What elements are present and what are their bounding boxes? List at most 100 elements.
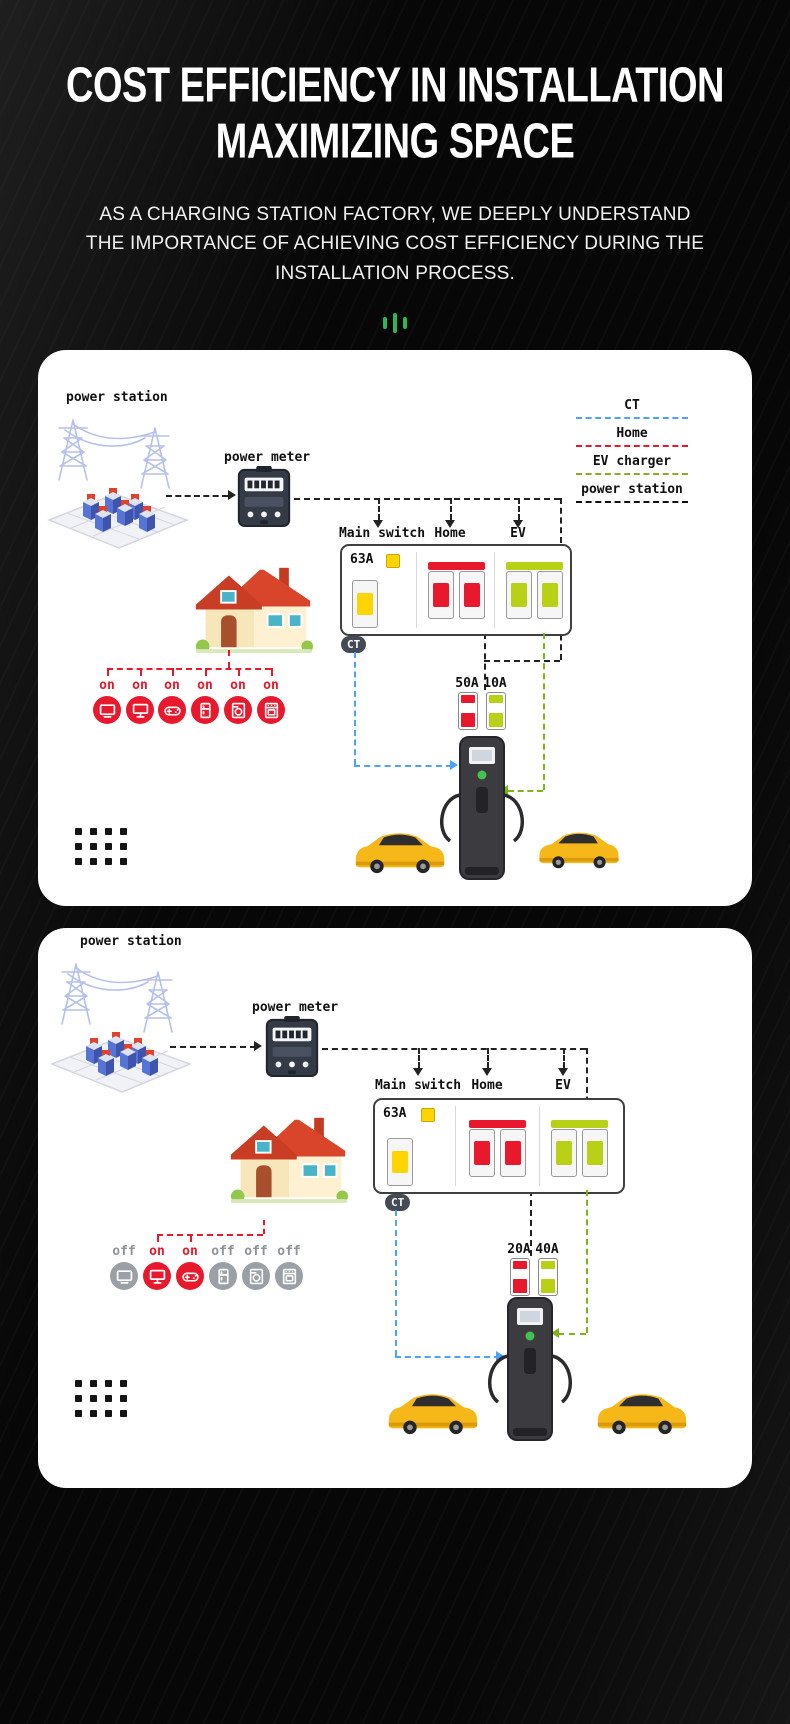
sub-breaker-rating-1: 50A: [455, 676, 479, 691]
sub-breaker-ev: [538, 1258, 558, 1296]
appliance-state-label: on: [164, 678, 180, 693]
wire-ct-horizontal: [354, 765, 452, 767]
appliance-icon-stove: [275, 1262, 303, 1290]
page-title: COST EFFICIENCY IN INSTALLATION MAXIMIZI…: [0, 58, 790, 170]
main-switch-breaker: [387, 1138, 413, 1186]
wire-station-to-meter: [166, 495, 228, 497]
appliance-icon-gamepad: [176, 1262, 204, 1290]
power-meter-illustration: [237, 466, 291, 528]
wire-appliance-drop: [107, 668, 109, 676]
appliance-state-label: off: [211, 1244, 235, 1259]
power-meter-label: power meter: [252, 1000, 339, 1015]
arrow-right-icon: [496, 1351, 504, 1361]
power-station-label: power station: [66, 390, 168, 405]
arrow-down-icon: [373, 520, 383, 528]
appliance-state-label: on: [230, 678, 246, 693]
appliance-icon-tv: [93, 696, 121, 724]
legend-line-home: [576, 445, 688, 447]
wire-drop-ev: [563, 1048, 565, 1068]
wire-meter-bus: [322, 1048, 586, 1050]
appliance-icon-monitor: [143, 1262, 171, 1290]
wire-appliance-drop: [157, 1234, 159, 1242]
wire-drop-home: [450, 498, 452, 520]
appliance-icon-washer: [224, 696, 252, 724]
subtitle: AS A CHARGING STATION FACTORY, WE DEEPLY…: [85, 204, 705, 284]
house-illustration: [230, 1116, 348, 1204]
wire-appliance-drop: [238, 668, 240, 676]
diagram-panel-2: power station power meter Main switch Ho…: [38, 928, 752, 1488]
charging-scene: [355, 736, 619, 880]
power-station-illustration: [51, 963, 191, 1093]
car-right-illustration: [539, 832, 619, 869]
main-switch-label: Main switch: [338, 526, 426, 541]
ev-charger-illustration: [459, 736, 505, 880]
title-line-1: COST EFFICIENCY IN INSTALLATION: [66, 58, 724, 114]
dots-decoration: [75, 828, 127, 865]
car-left-illustration: [355, 833, 445, 874]
ev-label: EV: [555, 1078, 571, 1093]
legend-item-power-station: power station: [576, 482, 688, 503]
wire-appliance-drop: [205, 668, 207, 676]
legend-line-ct: [576, 417, 688, 419]
main-switch-label: Main switch: [374, 1078, 462, 1093]
arrow-down-icon: [558, 1068, 568, 1076]
appliance-icon-washer: [242, 1262, 270, 1290]
wire-appliance-drop: [190, 1234, 192, 1242]
arrow-down-icon: [413, 1068, 423, 1076]
ev-breaker: [506, 562, 563, 619]
appliance-state-label: on: [132, 678, 148, 693]
legend-label-home: Home: [616, 426, 648, 441]
panel-divider: [455, 1106, 456, 1186]
wire-ct-horizontal: [395, 1356, 500, 1358]
panel-divider: [494, 552, 495, 628]
panel-divider: [416, 552, 417, 628]
appliance-state-label: off: [277, 1244, 301, 1259]
power-station-illustration: [48, 419, 188, 549]
main-switch-panel: 63A: [340, 544, 572, 636]
wire-ev-vertical: [543, 633, 545, 790]
diagram-panel-1: power station power meter CT Home EV cha…: [38, 350, 752, 906]
ev-charger-illustration: [507, 1297, 553, 1441]
wire-drop-ev: [518, 498, 520, 520]
wire-house-down: [263, 1220, 265, 1234]
power-meter-illustration: [265, 1016, 319, 1078]
wire-right-return: [484, 660, 560, 662]
legend: CT Home EV charger power station: [576, 398, 688, 510]
main-switch-breaker: [352, 580, 378, 628]
ev-label: EV: [510, 526, 526, 541]
wire-feed-subbreakers: [530, 1190, 532, 1256]
appliance-icon-monitor: [126, 696, 154, 724]
indicator-square: [386, 554, 400, 568]
appliance-icon-tv: [110, 1262, 138, 1290]
wire-drop-home: [487, 1048, 489, 1068]
legend-item-home: Home: [576, 426, 688, 447]
ev-breaker: [551, 1120, 608, 1177]
sub-breaker-rating-1: 20A: [507, 1242, 531, 1257]
appliance-state-label: on: [197, 678, 213, 693]
home-breaker: [469, 1120, 526, 1177]
appliance-icon-gamepad: [158, 696, 186, 724]
wire-drop-main: [418, 1048, 420, 1068]
wire-ct-vertical: [354, 652, 356, 765]
panel-divider: [539, 1106, 540, 1186]
appliance-state-label: on: [263, 678, 279, 693]
home-label: Home: [434, 526, 466, 541]
car-right-illustration: [597, 1394, 687, 1435]
appliance-state-label: off: [112, 1244, 136, 1259]
legend-line-ev-charger: [576, 473, 688, 475]
indicator-square: [421, 1108, 435, 1122]
legend-item-ev-charger: EV charger: [576, 454, 688, 475]
wire-station-to-meter: [170, 1046, 256, 1048]
house-illustration: [195, 566, 313, 654]
title-line-2: MAXIMIZING SPACE: [215, 114, 575, 170]
power-station-label: power station: [80, 934, 182, 949]
appliance-state-label: on: [149, 1244, 165, 1259]
arrow-left-icon: [551, 1328, 559, 1338]
appliance-state-label: off: [244, 1244, 268, 1259]
wire-appliance-drop: [172, 668, 174, 676]
wire-drop-main: [378, 498, 380, 520]
wire-ev-horizontal: [558, 1333, 586, 1335]
wire-ct-vertical: [395, 1210, 397, 1356]
ct-badge: CT: [385, 1194, 411, 1211]
